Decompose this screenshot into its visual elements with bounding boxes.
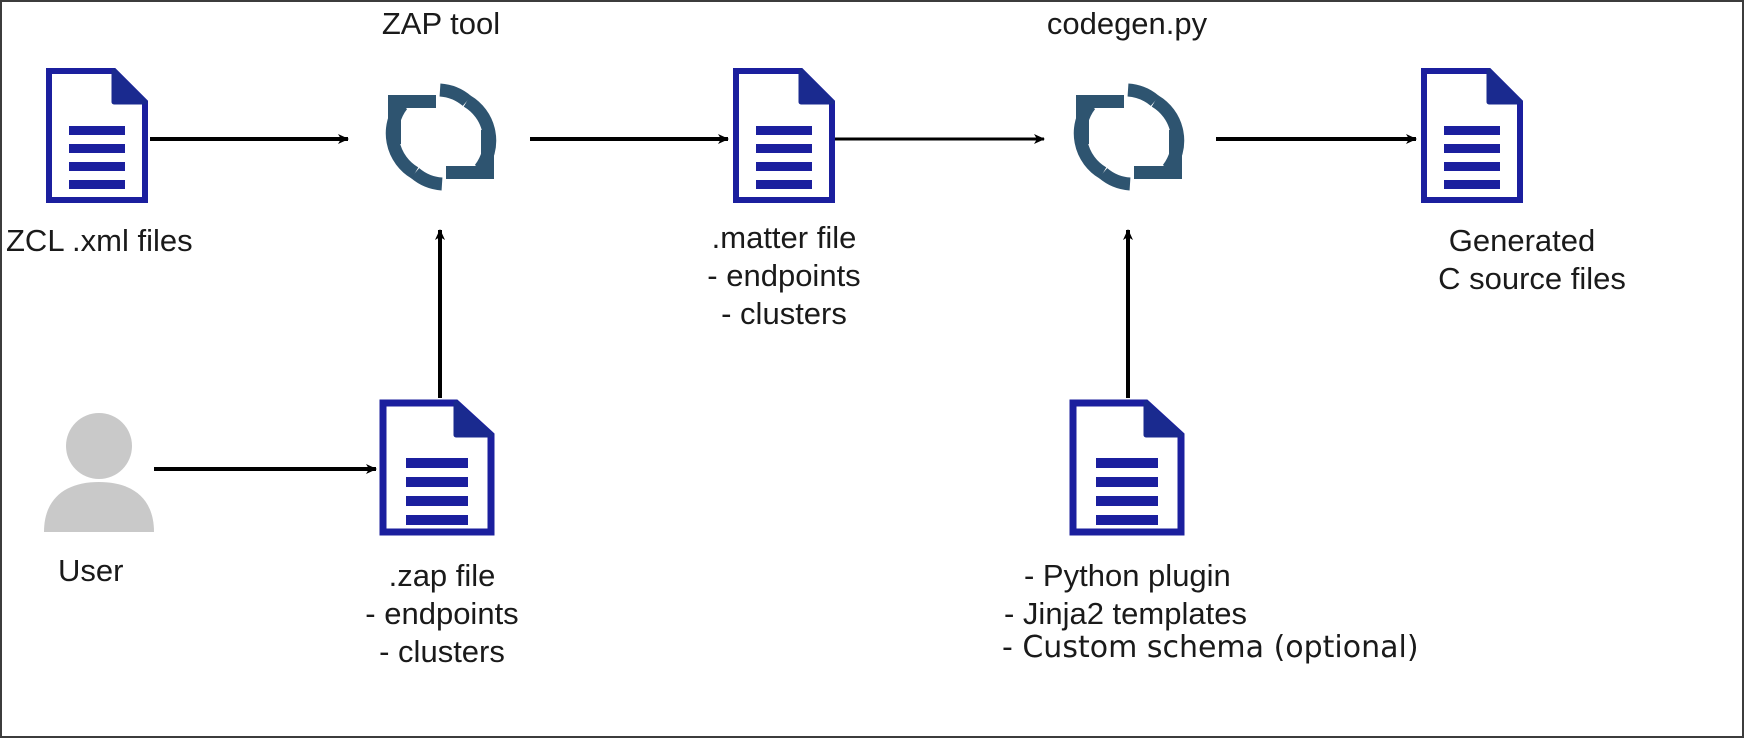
plugin-inputs-node xyxy=(1069,399,1185,536)
refresh-process-icon xyxy=(1073,83,1185,191)
zap-file-label-line1: .zap file xyxy=(388,558,496,593)
user-label: User xyxy=(58,553,124,588)
zcl-xml-files-label: ZCL .xml files xyxy=(6,223,193,258)
zap-file-node xyxy=(379,399,495,536)
document-icon xyxy=(379,399,495,536)
matter-file-label-line2: - endpoints xyxy=(707,258,861,293)
zap-file-label-line2: - endpoints xyxy=(365,596,519,631)
document-icon xyxy=(733,68,835,203)
codegen-node xyxy=(1062,72,1196,202)
zap-file-label-line3: - clusters xyxy=(379,634,505,669)
plugin-inputs-label-line1: - Python plugin xyxy=(1024,558,1231,593)
zcl-xml-files-node xyxy=(46,68,148,203)
matter-file-label-line1: .matter file xyxy=(711,220,857,255)
document-icon xyxy=(1421,68,1523,203)
matter-file-label-line3: - clusters xyxy=(721,296,847,331)
plugin-inputs-label-line2: - Jinja2 templates xyxy=(1004,596,1247,631)
codegen-title: codegen.py xyxy=(1046,6,1208,41)
generated-c-source-node xyxy=(1421,68,1523,203)
zap-tool-title: ZAP tool xyxy=(381,6,501,41)
matter-file-node xyxy=(733,68,835,203)
zap-tool-node xyxy=(374,72,508,202)
document-icon xyxy=(46,68,148,203)
document-icon xyxy=(1069,399,1185,536)
user-icon xyxy=(44,413,154,532)
plugin-inputs-label-line3: - Custom schema (optional) xyxy=(1002,630,1419,665)
refresh-process-icon xyxy=(385,83,497,191)
generated-c-source-label-line1: Generated xyxy=(1448,223,1596,258)
generated-c-source-label-line2: C source files xyxy=(1438,261,1626,296)
user-node xyxy=(38,406,160,532)
